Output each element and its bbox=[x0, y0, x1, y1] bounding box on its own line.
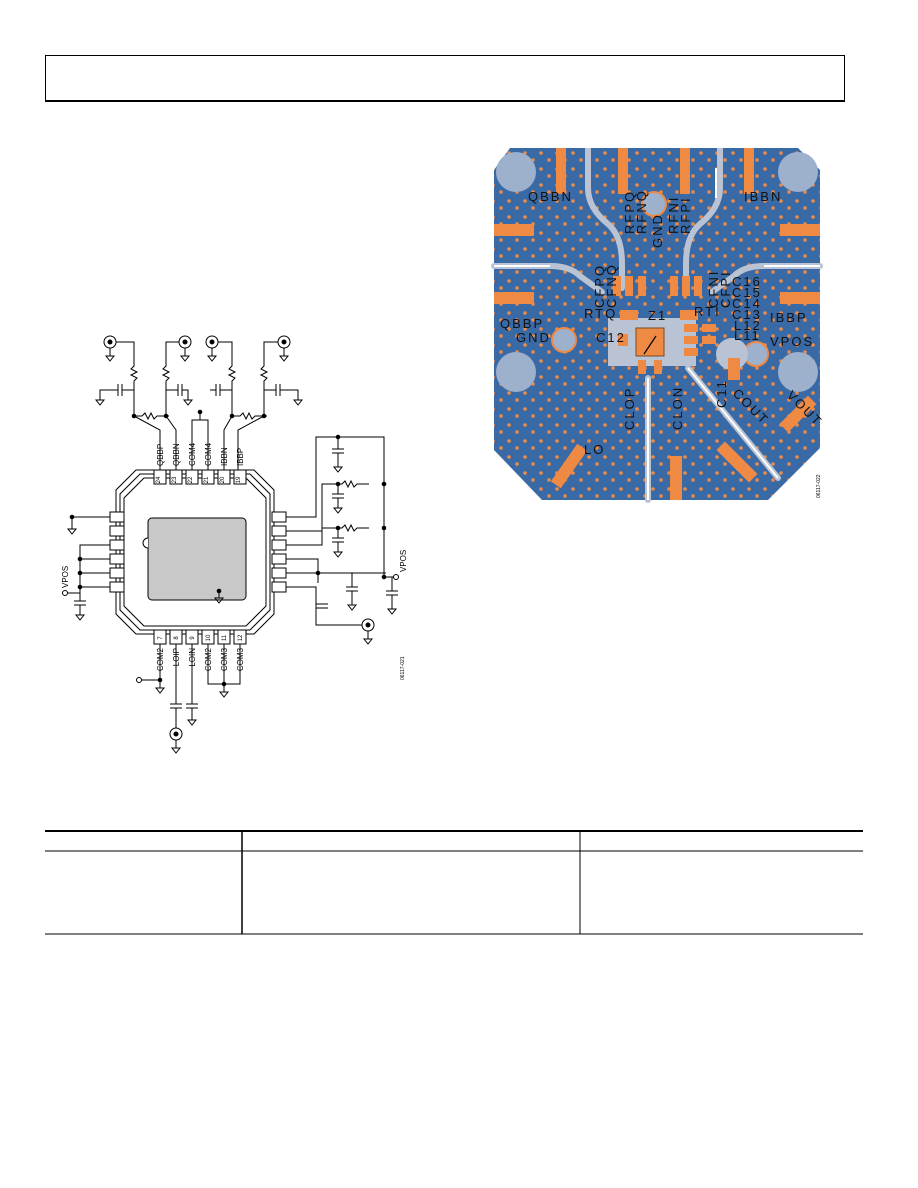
label-qbbn: QBBN bbox=[528, 189, 573, 204]
pin-label-com2: COM2 bbox=[204, 647, 213, 671]
label-clop: CLOP bbox=[622, 387, 637, 430]
label-l12: L12 bbox=[734, 318, 762, 333]
label-rfpq: RFPQ bbox=[622, 190, 637, 234]
bottom-pin-boxes bbox=[153, 629, 247, 645]
pin-number: 11 bbox=[222, 634, 228, 641]
right-supply-network bbox=[286, 434, 399, 645]
pin-label-com4: COM4 bbox=[188, 442, 197, 466]
label-rfnq: RFNQ bbox=[634, 189, 649, 234]
component-table bbox=[45, 830, 863, 935]
label-ibbp: IBBP bbox=[770, 310, 808, 325]
pin-number: 22 bbox=[188, 476, 194, 483]
label-c11: C11 bbox=[714, 379, 729, 408]
bottom-lo-network bbox=[136, 644, 241, 754]
evaluation-board-layout: QBBN IBBN RFPQ RFNQ GND RFNI RFPI CFPQ C… bbox=[491, 148, 826, 503]
component-cluster bbox=[608, 276, 748, 380]
pin-number: 9 bbox=[190, 636, 196, 640]
figure-id: 06117-022 bbox=[816, 474, 822, 498]
left-pin-boxes bbox=[109, 511, 125, 593]
label-cfnq: CFNQ bbox=[604, 263, 619, 308]
pin-label-loip: LOIP bbox=[172, 648, 181, 666]
label-rti: RTI bbox=[694, 304, 721, 319]
evaluation-board-schematic: 24 23 22 21 20 19 QBBP QBBN COM4 COM4 IB… bbox=[61, 335, 408, 754]
pin-number: 7 bbox=[158, 636, 164, 640]
mounting-hole bbox=[496, 152, 536, 192]
vpos-label-left: VPOS bbox=[61, 566, 70, 588]
pin-number: 10 bbox=[206, 634, 212, 641]
label-c13: C13 bbox=[732, 307, 762, 322]
label-l11: L11 bbox=[734, 328, 761, 343]
header-box bbox=[45, 55, 845, 102]
pin-label-com2: COM2 bbox=[156, 647, 165, 671]
top-input-network bbox=[94, 335, 304, 470]
label-gnd-top: GND bbox=[650, 213, 665, 248]
left-supply-network bbox=[62, 514, 225, 621]
pin-label-qbbp: QBBP bbox=[156, 444, 165, 466]
pin-number: 19 bbox=[236, 476, 242, 483]
pin-label-ibbp: IBBP bbox=[236, 448, 245, 466]
gnd-via bbox=[551, 327, 577, 353]
pin-label-com4: COM4 bbox=[204, 442, 213, 466]
mounting-hole bbox=[778, 352, 818, 392]
label-cfpq: CFPQ bbox=[592, 264, 607, 308]
label-qbbp: QBBP bbox=[500, 316, 544, 331]
pin-label-ibbn: IBBN bbox=[220, 447, 229, 466]
label-lo: LO bbox=[584, 442, 605, 457]
label-rtq: RTQ bbox=[584, 306, 617, 321]
label-c14: C14 bbox=[732, 296, 762, 311]
mounting-hole bbox=[496, 352, 536, 392]
label-c12: C12 bbox=[596, 330, 626, 345]
top-pin-boxes bbox=[153, 469, 247, 485]
pin-number: 20 bbox=[220, 476, 226, 483]
pin-number: 12 bbox=[238, 634, 244, 641]
pin-number: 24 bbox=[156, 476, 162, 483]
exposed-paddle bbox=[147, 517, 247, 601]
label-clon: CLON bbox=[670, 386, 685, 430]
pin-label-qbbn: QBBN bbox=[172, 443, 181, 466]
mounting-hole bbox=[778, 152, 818, 192]
pin-number: 21 bbox=[204, 476, 210, 483]
label-c16: C16 bbox=[732, 274, 762, 289]
pin-label-loin: LOIN bbox=[188, 648, 197, 667]
label-vpos: VPOS bbox=[770, 334, 814, 349]
label-cfni: CFNI bbox=[706, 270, 721, 308]
vpos-label-right: VPOS bbox=[399, 550, 408, 572]
label-z1: Z1 bbox=[648, 308, 667, 323]
label-rfni: RFNI bbox=[666, 196, 681, 234]
pin-label-com3: COM3 bbox=[236, 647, 245, 671]
label-cfpi: CFPI bbox=[718, 270, 733, 308]
label-gnd-left: GND bbox=[516, 330, 551, 345]
pin-number: 23 bbox=[172, 476, 178, 483]
label-ibbn: IBBN bbox=[744, 189, 782, 204]
gnd-via bbox=[641, 191, 667, 217]
label-c15: C15 bbox=[732, 285, 762, 300]
label-rfpi: RFPI bbox=[678, 196, 693, 234]
figure-id: 06117-021 bbox=[400, 656, 406, 680]
pin-number: 8 bbox=[174, 636, 180, 640]
pin-label-com3: COM3 bbox=[220, 647, 229, 671]
